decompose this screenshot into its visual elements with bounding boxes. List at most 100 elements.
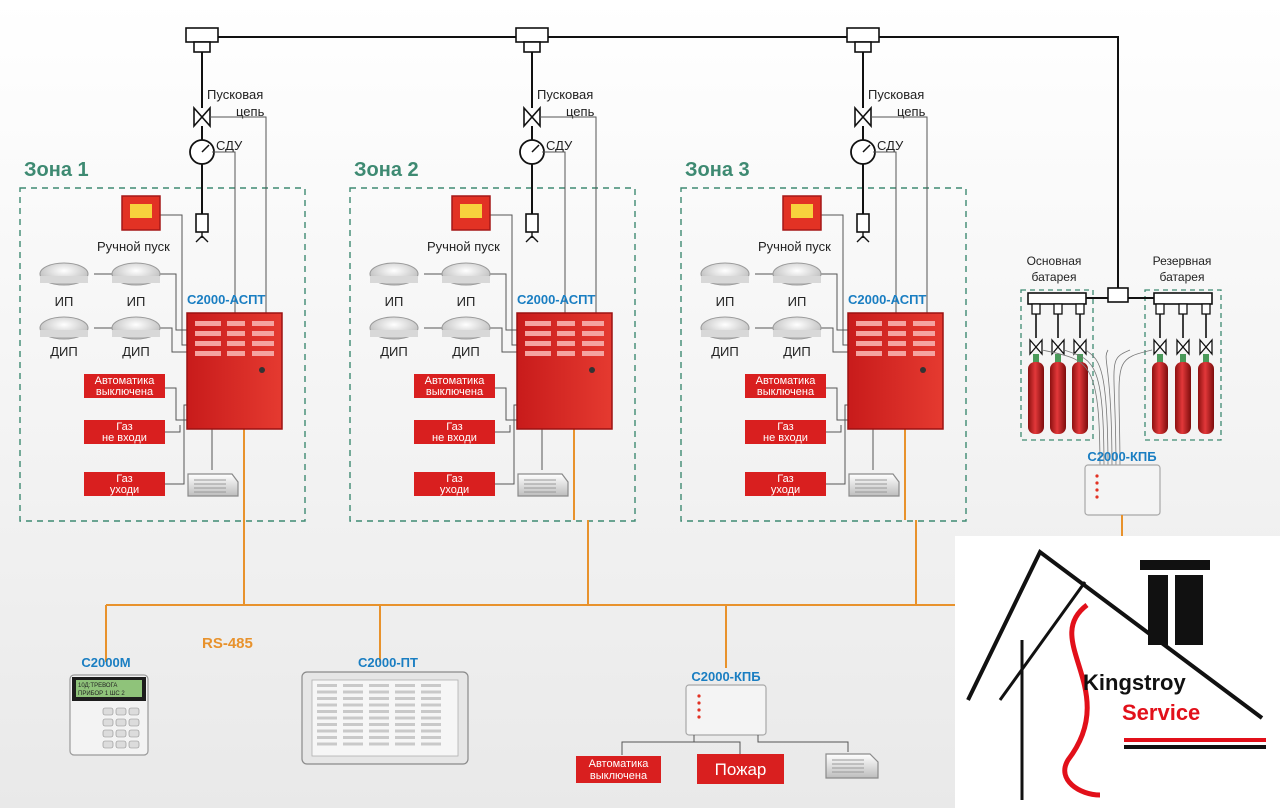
detector-label: ИП <box>716 294 735 309</box>
aspt-controller-icon <box>847 312 944 430</box>
warning-board <box>414 420 495 444</box>
warning-board-line1: Автоматика <box>95 375 156 387</box>
nozzle-icon <box>525 213 539 233</box>
detector-label: ИП <box>457 294 476 309</box>
warning-board-line1: Газ <box>116 421 132 433</box>
main-manifold-icon <box>1027 292 1087 305</box>
pt-panel-label: С2000-ПТ <box>358 655 418 670</box>
warning-board <box>414 374 495 398</box>
console-screen <box>76 680 142 697</box>
valve-icon <box>1153 338 1167 356</box>
valve-icon <box>1176 338 1190 356</box>
automation-off-line1: Автоматика <box>589 758 650 770</box>
warning-board-line2: не входи <box>102 432 147 444</box>
warning-board-line2: выключена <box>96 386 154 398</box>
gas-cylinder-icon <box>1175 362 1191 434</box>
valve-icon <box>1029 338 1043 356</box>
warning-board-line2: не входи <box>432 432 477 444</box>
zone-frame <box>19 187 306 522</box>
aspt-controller-icon <box>186 312 283 430</box>
pipe-tee-icon <box>846 27 880 43</box>
sdu-label: СДУ <box>216 138 243 153</box>
zone-frame <box>349 187 636 522</box>
reserve-battery-label-2: батарея <box>1160 270 1205 284</box>
warning-board-line1: Автоматика <box>756 375 817 387</box>
detector-label: ИП <box>385 294 404 309</box>
gas-cylinder-icon <box>1050 362 1066 434</box>
aspt-controller-icon <box>516 312 613 430</box>
warning-board-line1: Газ <box>777 473 793 485</box>
launch-circuit-label-1: Пусковая <box>207 87 263 102</box>
detector-label: ИП <box>788 294 807 309</box>
warning-board <box>745 420 826 444</box>
valve-icon <box>854 105 872 129</box>
gas-cylinder-icon <box>1028 362 1044 434</box>
launch-circuit-label-1: Пусковая <box>868 87 924 102</box>
main-battery-frame <box>1020 289 1094 441</box>
detector-label: ДИП <box>122 344 150 359</box>
logo-text-kingstroy: Kingstroy <box>1083 670 1186 695</box>
valve-icon <box>1073 338 1087 356</box>
kingstroy-logo: Kingstroy Service <box>955 536 1280 808</box>
warning-board-line1: Газ <box>446 421 462 433</box>
detector-label: ИП <box>55 294 74 309</box>
console-label: С2000М <box>81 655 130 670</box>
warning-board <box>745 472 826 496</box>
aspt-controller-label: С2000-АСПТ <box>517 292 595 307</box>
siren-icon <box>517 473 569 497</box>
automation-off-board <box>576 756 661 783</box>
gas-cylinder-icon <box>1072 362 1088 434</box>
valve-icon <box>523 105 541 129</box>
detector-label: ИП <box>127 294 146 309</box>
warning-board-line2: уходи <box>440 484 469 496</box>
logo-text-service: Service <box>1122 700 1200 725</box>
manual-start-label: Ручной пуск <box>97 239 170 254</box>
warning-board-line1: Автоматика <box>425 375 486 387</box>
siren-icon <box>187 473 239 497</box>
valve-icon <box>1051 338 1065 356</box>
nozzle-icon <box>195 213 209 233</box>
siren-icon <box>848 473 900 497</box>
warning-board-line1: Газ <box>446 473 462 485</box>
detector-label: ДИП <box>380 344 408 359</box>
warning-board <box>84 472 165 496</box>
valve-icon <box>1199 338 1213 356</box>
warning-board-line1: Газ <box>116 473 132 485</box>
aspt-controller-label: С2000-АСПТ <box>848 292 926 307</box>
detector-label: ДИП <box>783 344 811 359</box>
warning-board-line2: уходи <box>771 484 800 496</box>
reserve-manifold-icon <box>1153 292 1213 305</box>
fire-board-label: Пожар <box>715 760 767 779</box>
reserve-battery-label-1: Резервная <box>1153 254 1212 268</box>
gas-main-pipe <box>200 36 1119 288</box>
console-screen-line1: 10Д:ТРЕВОГА <box>78 683 117 689</box>
detector-label: ДИП <box>50 344 78 359</box>
aspt-controller-label: С2000-АСПТ <box>187 292 265 307</box>
warning-board <box>84 420 165 444</box>
sdu-label: СДУ <box>546 138 573 153</box>
warning-board-line2: выключена <box>757 386 815 398</box>
launch-circuit-label-2: цепь <box>897 104 926 119</box>
launch-circuit-label-1: Пусковая <box>537 87 593 102</box>
zone-title: Зона 2 <box>354 159 419 181</box>
pipe-tee-icon <box>185 27 219 43</box>
main-battery-label-2: батарея <box>1032 270 1077 284</box>
manual-start-label: Ручной пуск <box>427 239 500 254</box>
manual-start-label: Ручной пуск <box>758 239 831 254</box>
detector-label: ДИП <box>452 344 480 359</box>
fire-board <box>697 754 784 784</box>
zone-title: Зона 3 <box>685 159 750 181</box>
rs485-label: RS-485 <box>202 635 253 652</box>
valve-icon <box>193 105 211 129</box>
warning-board-line1: Газ <box>777 421 793 433</box>
kpb-device-icon <box>685 684 767 736</box>
warning-board <box>84 374 165 398</box>
main-battery-label-1: Основная <box>1027 254 1082 268</box>
launch-circuit-label-2: цепь <box>566 104 595 119</box>
nozzle-icon <box>856 213 870 233</box>
siren-icon <box>825 753 879 779</box>
